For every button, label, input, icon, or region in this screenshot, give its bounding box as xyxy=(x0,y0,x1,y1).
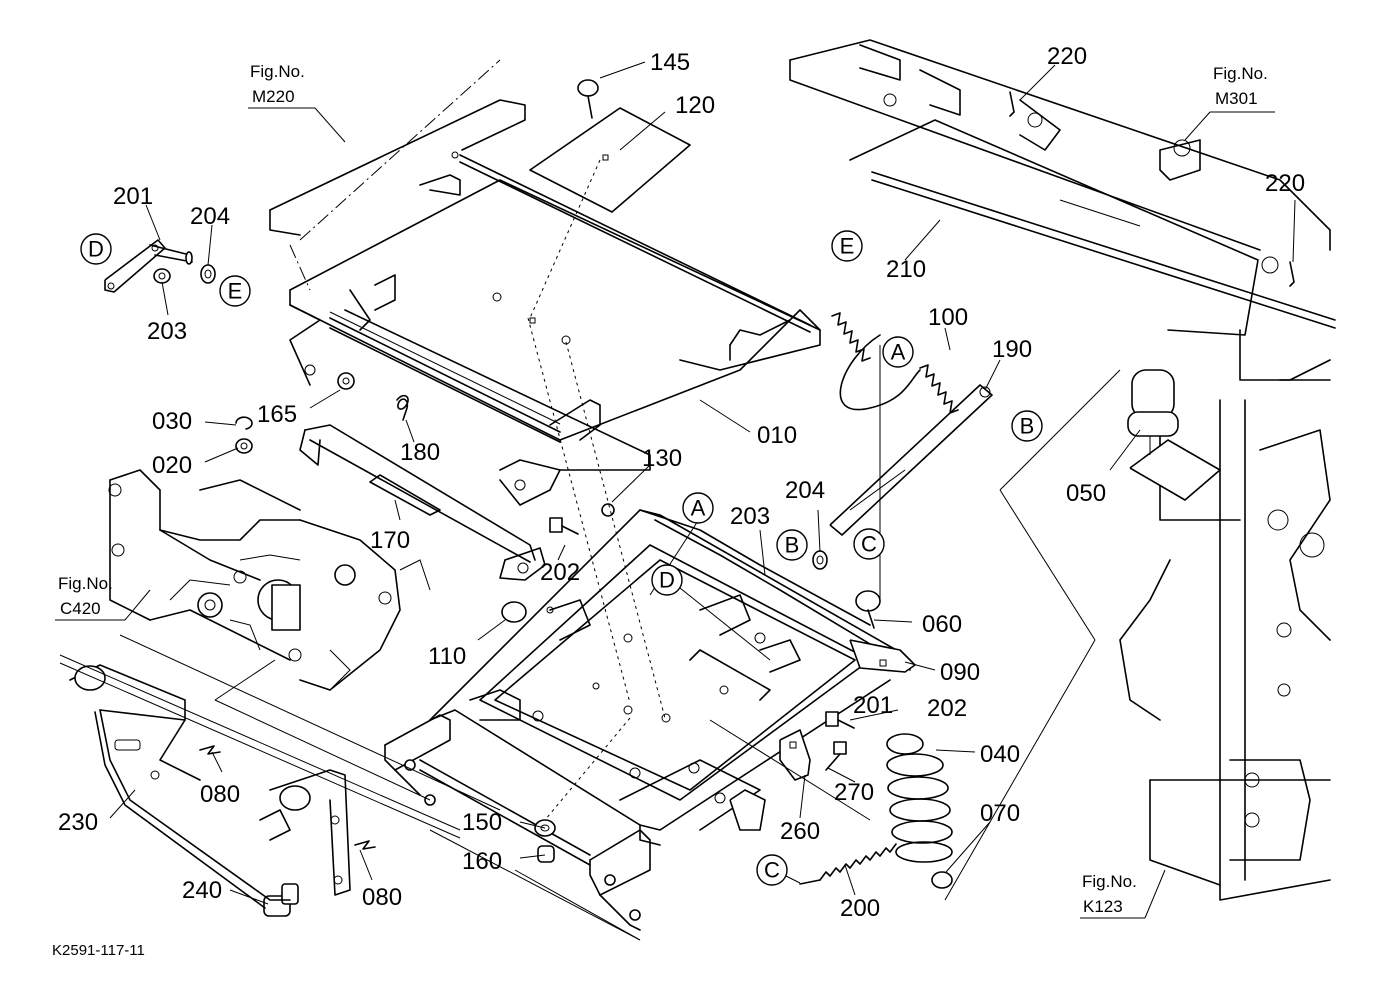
callout-c-right: C xyxy=(861,532,877,557)
label-165[interactable]: 165 xyxy=(257,401,297,428)
callout-letters: D E E A B C A D B C xyxy=(80,230,1043,886)
callout-a-mid: A xyxy=(691,496,706,521)
label-080-left[interactable]: 080 xyxy=(200,781,240,808)
label-040[interactable]: 040 xyxy=(980,741,1020,768)
label-200[interactable]: 200 xyxy=(840,895,880,922)
fig-ref-c420-prefix: Fig.No. xyxy=(58,574,113,593)
left-hardware xyxy=(104,239,828,570)
frame-assembly-outline xyxy=(789,39,1336,901)
callout-e-left: E xyxy=(228,279,243,304)
callout-e-right: E xyxy=(840,234,855,259)
label-100[interactable]: 100 xyxy=(928,304,968,331)
label-060[interactable]: 060 xyxy=(922,611,962,638)
label-201-left[interactable]: 201 xyxy=(113,183,153,210)
callout-b-mid: B xyxy=(785,533,800,558)
label-020[interactable]: 020 xyxy=(152,452,192,479)
label-220-right[interactable]: 220 xyxy=(1265,170,1305,197)
fig-ref-m220-prefix: Fig.No. xyxy=(250,62,305,81)
label-050[interactable]: 050 xyxy=(1066,480,1106,507)
fig-ref-c420-code[interactable]: C420 xyxy=(60,599,101,618)
label-130[interactable]: 130 xyxy=(642,445,682,472)
label-110[interactable]: 110 xyxy=(428,643,466,670)
fasteners xyxy=(263,79,1295,917)
label-204-left[interactable]: 204 xyxy=(190,203,230,230)
label-090[interactable]: 090 xyxy=(940,659,980,686)
fig-ref-m301-code[interactable]: M301 xyxy=(1215,89,1258,108)
callout-a-right: A xyxy=(891,340,906,365)
fig-ref-m220-code[interactable]: M220 xyxy=(252,87,295,106)
drawing-code: K2591-117-11 xyxy=(52,942,145,959)
transmission-housing xyxy=(108,469,431,691)
fig-ref-m301-prefix: Fig.No. xyxy=(1213,64,1268,83)
label-170[interactable]: 170 xyxy=(370,527,410,554)
label-010[interactable]: 010 xyxy=(757,422,797,449)
label-080-right[interactable]: 080 xyxy=(362,884,402,911)
callout-d-left: D xyxy=(88,237,104,262)
label-150[interactable]: 150 xyxy=(462,809,502,836)
fig-ref-k123-prefix: Fig.No. xyxy=(1082,872,1137,891)
label-202-right[interactable]: 202 xyxy=(927,695,967,722)
label-180[interactable]: 180 xyxy=(400,439,440,466)
label-220-top[interactable]: 220 xyxy=(1047,43,1087,70)
label-270[interactable]: 270 xyxy=(834,779,874,806)
label-070[interactable]: 070 xyxy=(980,800,1020,827)
callout-b-right: B xyxy=(1020,414,1035,439)
label-203-left[interactable]: 203 xyxy=(147,318,187,345)
seat-slide-plate xyxy=(269,99,821,506)
label-230[interactable]: 230 xyxy=(58,809,98,836)
label-160[interactable]: 160 xyxy=(462,848,502,875)
label-210[interactable]: 210 xyxy=(886,256,926,283)
label-240[interactable]: 240 xyxy=(182,877,222,904)
label-120[interactable]: 120 xyxy=(675,92,715,119)
label-260[interactable]: 260 xyxy=(780,818,820,845)
label-145[interactable]: 145 xyxy=(650,49,690,76)
callout-c-bottom: C xyxy=(764,858,780,883)
lower-lever-assembly xyxy=(59,634,501,909)
label-202-left[interactable]: 202 xyxy=(540,559,580,586)
part-labels: 145 120 220 220 201 204 203 210 100 190 … xyxy=(58,43,1305,922)
label-201-right[interactable]: 201 xyxy=(853,692,893,719)
label-204-mid[interactable]: 204 xyxy=(785,477,825,504)
side-bar-170 xyxy=(299,394,546,581)
label-203-mid[interactable]: 203 xyxy=(730,503,770,530)
fig-ref-k123-code[interactable]: K123 xyxy=(1083,897,1123,916)
figure-references: Fig.No. M220 Fig.No. M301 Fig.No. C420 F… xyxy=(58,62,1268,916)
leader-lines xyxy=(55,59,1296,941)
label-030[interactable]: 030 xyxy=(152,408,192,435)
callout-d-mid: D xyxy=(659,568,675,593)
label-190[interactable]: 190 xyxy=(992,336,1032,363)
